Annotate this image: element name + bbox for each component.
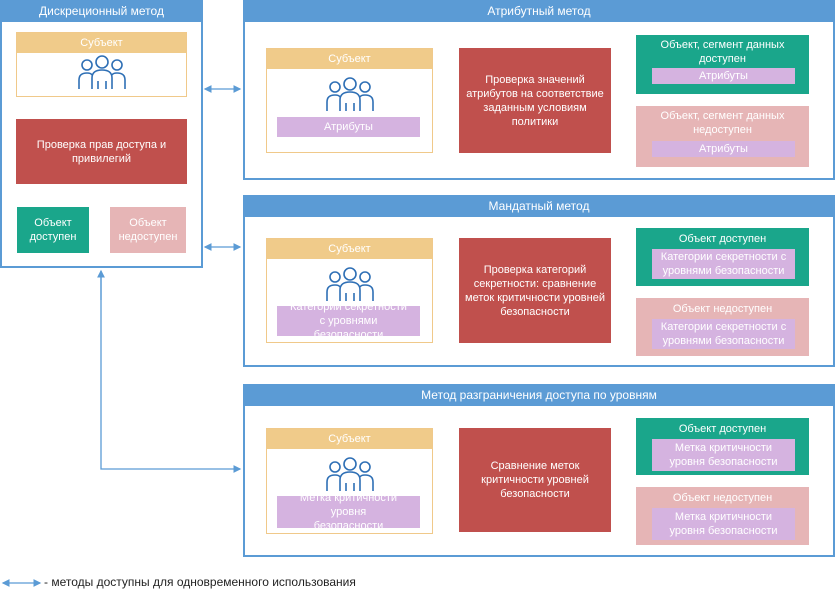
unavailable-label: Объект недоступен xyxy=(672,492,773,504)
people-group-icon xyxy=(325,77,374,111)
levels-unavailable-box: Объект недоступен Метка критичности уров… xyxy=(636,487,809,545)
mand-check-box: Проверка категорий секретности: сравнени… xyxy=(459,238,611,343)
people-group-icon xyxy=(325,267,374,301)
mand-available-box: Объект доступен Категории секретности с … xyxy=(636,228,809,286)
available-label: Объект доступен xyxy=(678,423,767,435)
available-label: Объект доступен xyxy=(29,217,77,243)
attribute-tag: Метка критичности уровня безопасности xyxy=(277,492,420,532)
panel-title: Атрибутный метод xyxy=(245,2,833,22)
disc-subject-box: Субъект xyxy=(16,32,187,97)
levels-available-box: Объект доступен Метка критичности уровня… xyxy=(636,418,809,475)
attr-check-box: Проверка значений атрибутов на соответст… xyxy=(459,48,611,153)
panel-title: Мандатный метод xyxy=(245,197,833,217)
unavailable-label: Объект недоступен xyxy=(118,217,178,243)
disc-check-box: Проверка прав доступа и привилегий xyxy=(16,119,187,184)
unavailable-label: Объект недоступен xyxy=(672,303,773,315)
attribute-tag: Категории секретности с уровнями безопас… xyxy=(277,301,420,341)
attribute-tag: Атрибуты xyxy=(652,141,795,157)
people-group-icon xyxy=(325,457,374,491)
subject-label: Субъект xyxy=(267,239,432,259)
subject-label: Субъект xyxy=(17,33,186,53)
attribute-tag: Метка критичности уровня безопасности xyxy=(652,508,795,540)
attr-available-box: Объект, сегмент данных доступен Атрибуты xyxy=(636,35,809,94)
attribute-tag: Категории секретности с уровнями безопас… xyxy=(652,319,795,349)
attr-subject-box: Субъект Атрибуты xyxy=(266,48,433,153)
available-label: Объект доступен xyxy=(678,233,767,245)
people-group-icon xyxy=(77,55,126,89)
attribute-tag: Метка критичности уровня безопасности xyxy=(652,439,795,471)
levels-subject-box: Субъект Метка критичности уровня безопас… xyxy=(266,428,433,534)
legend-text: - методы доступны для одновременного исп… xyxy=(44,575,356,589)
unavailable-label: Объект, сегмент данных недоступен xyxy=(660,110,785,136)
attribute-tag: Категории секретности с уровнями безопас… xyxy=(652,249,795,279)
levels-check-box: Сравнение меток критичности уровней безо… xyxy=(459,428,611,532)
panel-title: Метод разграничения доступа по уровням xyxy=(245,386,833,406)
panel-title: Дискреционный метод xyxy=(2,2,201,22)
disc-available-box: Объект доступен xyxy=(17,207,89,253)
disc-unavailable-box: Объект недоступен xyxy=(110,207,186,253)
mand-unavailable-box: Объект недоступен Категории секретности … xyxy=(636,298,809,356)
subject-label: Субъект xyxy=(267,49,432,69)
subject-label: Субъект xyxy=(267,429,432,449)
link-disc-levels xyxy=(100,273,242,473)
mand-subject-box: Субъект Категории секретности с уровнями… xyxy=(266,238,433,343)
attr-unavailable-box: Объект, сегмент данных недоступен Атрибу… xyxy=(636,106,809,167)
available-label: Объект, сегмент данных доступен xyxy=(660,39,785,65)
attribute-tag: Атрибуты xyxy=(277,117,420,137)
attribute-tag: Атрибуты xyxy=(652,68,795,84)
